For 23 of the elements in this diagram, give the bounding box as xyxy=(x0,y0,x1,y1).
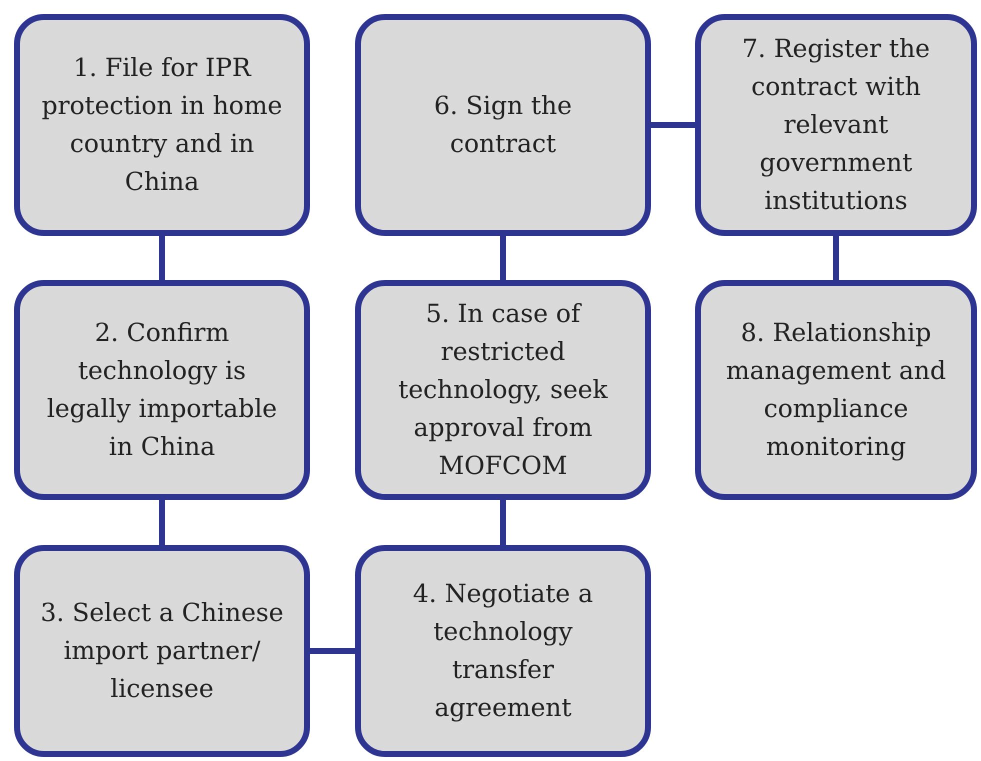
step-text: 5. In case of restricted technology, seek approval from MOFCOM xyxy=(397,298,609,482)
connector-line xyxy=(500,236,506,280)
process-box xyxy=(355,14,651,236)
process-box xyxy=(695,280,977,500)
process-box xyxy=(355,280,651,500)
step-text: 6. Sign the contract xyxy=(433,90,573,160)
step-text: 7. Register the contract with relevant government institutions xyxy=(741,33,931,217)
connector-line xyxy=(500,500,506,545)
step-text: 3. Select a Chinese import partner/ licensee xyxy=(39,597,285,705)
step-text: 2. Confirm technology is legally importable in China xyxy=(46,317,278,463)
step-text: 4. Negotiate a technology transfer agreement xyxy=(412,578,594,724)
step-text: 8. Relationship management and compliance monitoring xyxy=(724,317,948,463)
connector-line xyxy=(159,236,165,280)
process-box xyxy=(355,545,651,757)
process-box xyxy=(14,280,310,500)
step-text: 1. File for IPR protection in home country and in China xyxy=(40,52,284,198)
connector-line xyxy=(833,236,839,280)
process-box xyxy=(695,14,977,236)
process-box xyxy=(14,14,310,236)
process-box xyxy=(14,545,310,757)
connector-line xyxy=(651,122,695,128)
connector-line xyxy=(310,648,355,654)
connector-line xyxy=(159,500,165,545)
